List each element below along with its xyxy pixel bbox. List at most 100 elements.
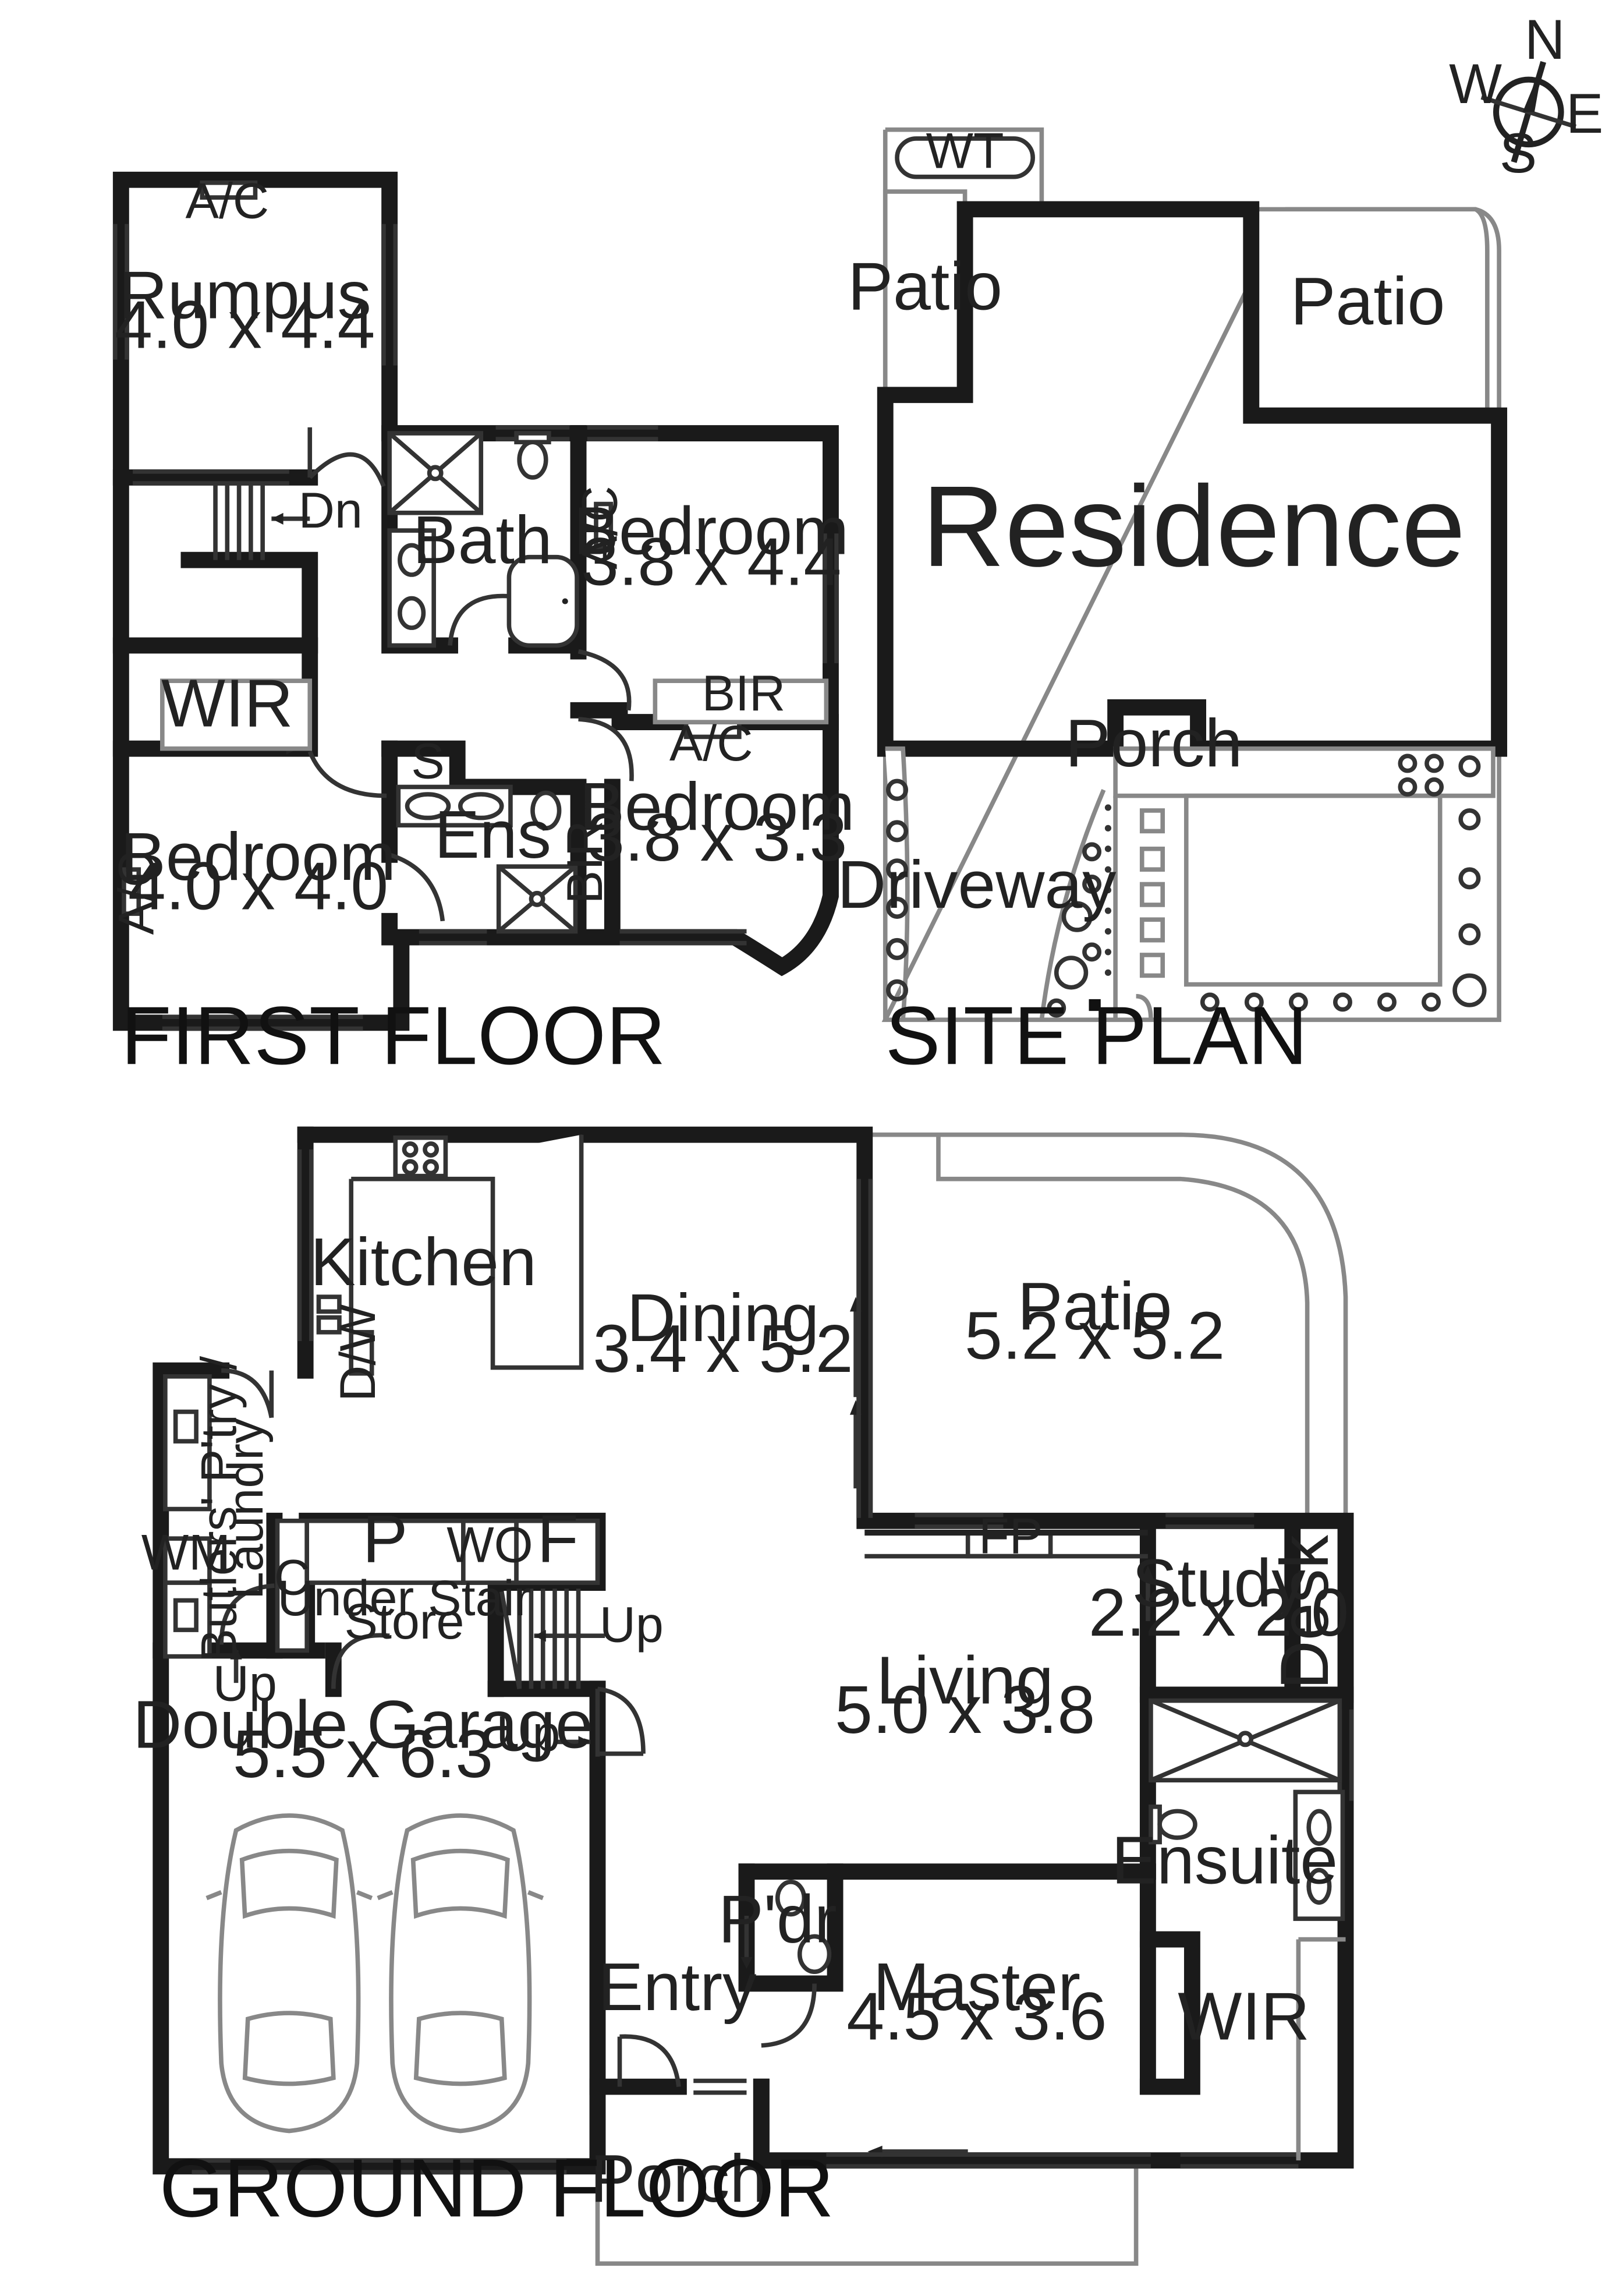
p-label: P [363,1501,408,1577]
ac-unit-icon [594,501,614,551]
driveway-label: Driveway [837,847,1117,922]
kitchen-label: Kitchen [310,1224,537,1300]
store-label: Store [344,1594,464,1650]
butlers-label: Butlers' P'try / [191,1356,247,1662]
compass-needle-icon [1522,62,1544,112]
site-plan: WT Patio Patio Residence Porch Driveway … [837,123,1508,1082]
toilet-icon [517,440,548,480]
site-plan-title: SITE PLAN [885,990,1308,1082]
car-icon [205,1813,373,2134]
basin-icon [1306,1867,1332,1905]
ac-label: A/C [572,486,628,569]
ground-floor-title: GROUND FLOOR [160,2142,834,2234]
door-up-label: Up [496,1706,560,1762]
f-label: F [537,1501,578,1577]
ac-label: A/C [185,174,269,229]
residence-outline [877,201,1508,757]
tub-icon [173,1598,199,1632]
dining-name: Dining [627,1280,820,1356]
arrow-down-icon [740,1957,753,1969]
patio-name: Patio [1018,1268,1172,1344]
wir-label: WIR [161,666,293,741]
master-name: Master [873,1949,1080,2025]
living-name: Living [876,1643,1054,1718]
first-floor-plan: A/C Rumpus 4.0 x 4.4 Dn Bath A/C Bedroom… [109,171,855,1082]
residence-label: Residence [922,462,1465,590]
toilet-icon [1157,1809,1197,1840]
stepping-stones [1139,808,1165,978]
wo-label: WO [446,1517,533,1573]
basin-icon [398,596,426,630]
pdr-label: P'dr [718,1881,837,1957]
c-label: C [274,1549,310,1605]
ground-floor-plan: Kitchen D/W Dining 3.4 x 5.2 Patio 5.2 x… [133,1126,1354,2266]
ac-unit-icon [200,181,258,200]
arrow-down-stairs-icon [271,512,284,525]
bedroom-sw-name: Bedroom [121,819,396,894]
site-patio-right-label: Patio [1291,263,1445,339]
first-floor-stairs [213,483,310,560]
dishwasher-icon [349,1330,374,1376]
fp-label: FP [979,1509,1043,1565]
ac-unit-icon [122,867,141,916]
fridge-f [514,1518,600,1585]
ens-label: Ens [434,797,551,872]
compass-east: E [1566,83,1603,145]
double-garage-name: Double Garage [133,1687,593,1763]
dw-label: D/W [330,1304,386,1402]
wm-label: WM [141,1524,231,1580]
site-porch-label: Porch [1065,705,1243,781]
laundry-label: Laundry [218,1418,274,1600]
basin-icon [1306,1809,1332,1846]
basin-icon [405,792,451,820]
basin-icon [458,792,504,820]
site-lawn [1183,793,1443,987]
study-name: Study [1132,1545,1306,1621]
desk-label: Desk [1267,1534,1342,1689]
s-label: S [411,733,444,789]
pantry-p [304,1518,466,1585]
basin-icon [398,543,426,577]
under-stair-label: Under Stair [278,1570,531,1626]
entry-label: Entry [598,1949,757,2025]
sink-icon [173,1409,199,1444]
shrub-icons [885,753,1487,1018]
bathtub-icon [506,554,579,648]
site-patio-left-label: Patio [848,249,1002,324]
bir-label: BIR [557,820,613,904]
sliding-door-arrows [849,1297,1154,2158]
ground-floor-doors [219,1368,817,2088]
arrow-up-icon [1142,1565,1154,1580]
ground-floor-stairs [499,1589,605,1689]
bir-box [653,678,829,724]
basin-icon [797,1934,832,1975]
dining-size: 3.4 x 5.2 [593,1311,853,1386]
bedroom-sw-size: 4.0 x 4.0 [128,848,388,924]
site-patio-left [883,189,968,401]
arrow-up-stairs-icon [534,1630,546,1642]
double-garage-size: 5.5 x 6.3 [233,1716,493,1792]
wir-label: WIR [1178,1979,1310,2054]
garden-edging [1104,804,1112,976]
living-size: 5.0 x 3.8 [835,1672,1095,1747]
ac-label: A/C [109,851,165,935]
bir-label: BIR [702,666,786,721]
patio-size: 5.2 x 5.2 [965,1297,1225,1373]
ac-unit-icon [683,720,742,740]
first-floor-outer-wall [112,171,839,1031]
compass-north: N [1525,9,1565,71]
rumpus-size: 4.0 x 4.4 [115,286,375,362]
sink-icon [316,1315,342,1335]
rumpus-name: Rumpus [119,257,371,333]
car-icon [377,1813,544,2134]
first-floor-title: FIRST FLOOR [121,990,666,1082]
cupboard-c [275,1518,309,1653]
ac-label: A/C [669,716,753,772]
wir-box [160,678,313,751]
bedroom-ne-size: 3.8 x 4.4 [581,524,841,600]
master-size: 4.5 x 3.6 [846,1979,1107,2054]
porch-label: Porch [590,2141,768,2216]
toilet-icon [530,790,562,831]
garage-up-label: Up [213,1656,277,1712]
